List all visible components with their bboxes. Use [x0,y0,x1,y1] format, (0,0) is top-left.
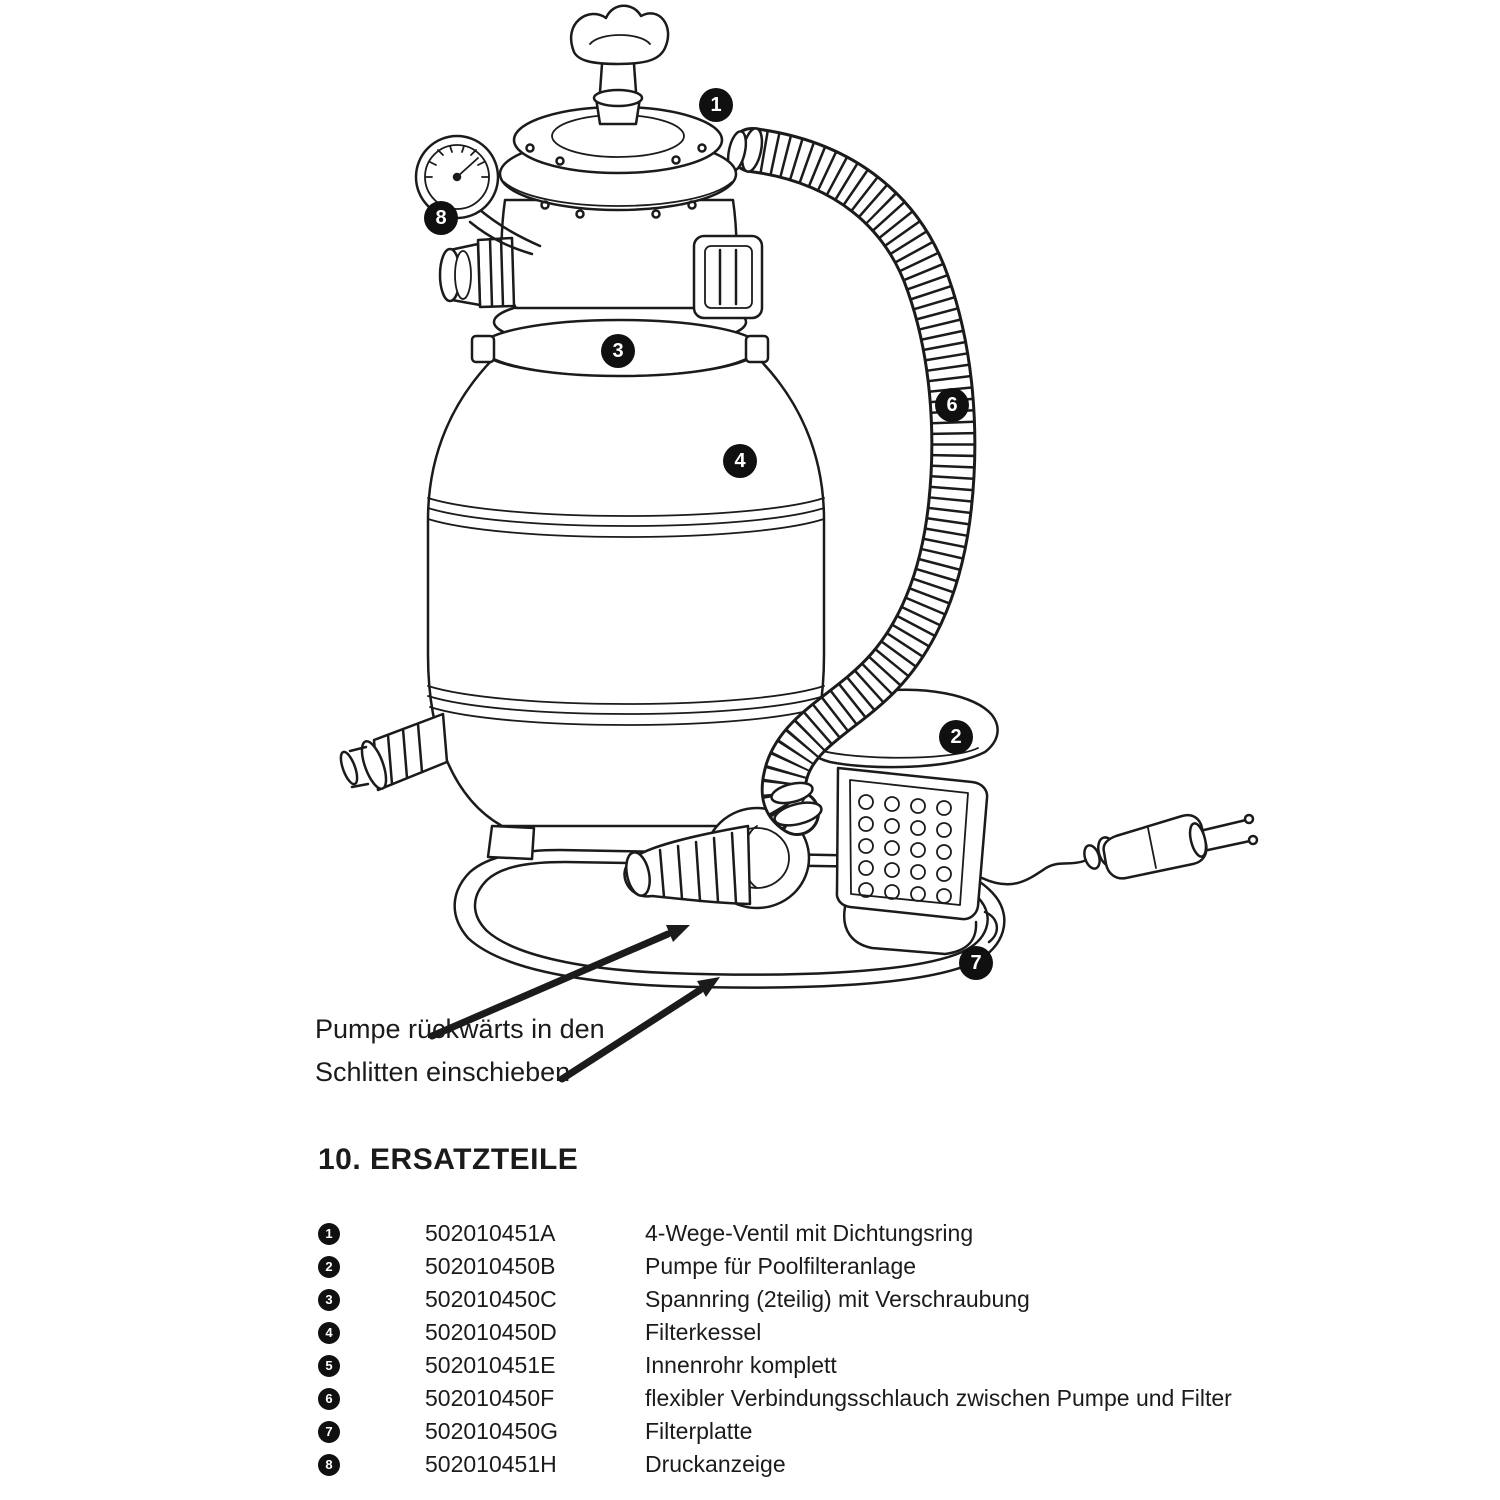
spare-parts-section: 10. ERSATZTEILE 1 502010451A 4-Wege-Vent… [318,1143,1358,1481]
part-code: 502010450G [425,1418,559,1444]
valve-handle-drawing [569,4,670,126]
part-number-badge: 3 [318,1288,340,1311]
part-code: 502010450F [425,1385,555,1411]
part-number-badge: 4 [318,1321,340,1344]
table-row: 2 502010450B Pumpe für Poolfilteranlage [318,1250,1358,1283]
spare-parts-table: 1 502010451A 4-Wege-Ventil mit Dichtungs… [318,1217,1358,1481]
part-number-badge: 2 [318,1255,340,1278]
pump-grille-holes [858,794,952,904]
part-code: 502010451E [425,1352,556,1378]
part-description: Filterkessel [645,1319,762,1345]
part-number-badge: 8 [318,1453,340,1476]
table-row: 6 502010450F flexibler Verbindungsschlau… [318,1382,1358,1415]
part-number-badge: 6 [318,1387,340,1410]
callout-pump: 2 [939,720,973,754]
part-number-badge: 7 [318,1420,340,1443]
part-description: Druckanzeige [645,1451,786,1477]
table-row: 4 502010450D Filterkessel [318,1316,1358,1349]
part-code: 502010450C [425,1286,557,1312]
hose-drawing [726,127,977,836]
pump-outlet-drawing [623,806,811,910]
part-code: 502010451H [425,1451,557,1477]
annotation-line-1: Pumpe rückwärts in den [315,1014,605,1044]
part-description: flexibler Verbindungsschlauch zwischen P… [645,1385,1232,1411]
part-description: 4-Wege-Ventil mit Dichtungsring [645,1220,974,1246]
part-code: 502010450D [425,1319,557,1345]
part-description: Filterplatte [645,1418,753,1444]
part-description: Pumpe für Poolfilteranlage [645,1253,917,1279]
power-plug-drawing [980,813,1259,886]
part-description: Spannring (2teilig) mit Verschraubung [645,1286,1030,1312]
spare-parts-heading: 10. ERSATZTEILE [318,1143,579,1176]
valve-drawing [438,105,764,320]
callout-clamp-ring: 3 [601,334,635,368]
table-row: 7 502010450G Filterplatte [318,1415,1358,1448]
pump-slide-annotation: Pumpe rückwärts in den Schlitten einschi… [315,1008,605,1094]
callout-tank: 4 [723,444,757,478]
part-number-badge: 1 [318,1222,340,1245]
part-code: 502010451A [425,1220,556,1246]
tank-foot-left [486,824,536,861]
table-row: 3 502010450C Spannring (2teilig) mit Ver… [318,1283,1358,1316]
part-code: 502010450B [425,1253,556,1279]
annotation-line-2: Schlitten einschieben [315,1057,571,1087]
callout-gauge: 8 [424,201,458,235]
part-description: Innenrohr komplett [645,1352,837,1378]
filter-tank-drawing [426,350,826,828]
callout-hose: 6 [935,388,969,422]
callout-valve: 1 [699,88,733,122]
part-number-badge: 5 [318,1354,340,1377]
table-row: 5 502010451E Innenrohr komplett [318,1349,1358,1382]
callout-plate: 7 [959,946,993,980]
drain-fitting-drawing [339,712,449,792]
filter-system-illustration [339,4,1259,1083]
table-row: 8 502010451H Druckanzeige [318,1448,1358,1481]
table-row: 1 502010451A 4-Wege-Ventil mit Dichtungs… [318,1217,1358,1250]
instruction-arrows [428,925,720,1083]
